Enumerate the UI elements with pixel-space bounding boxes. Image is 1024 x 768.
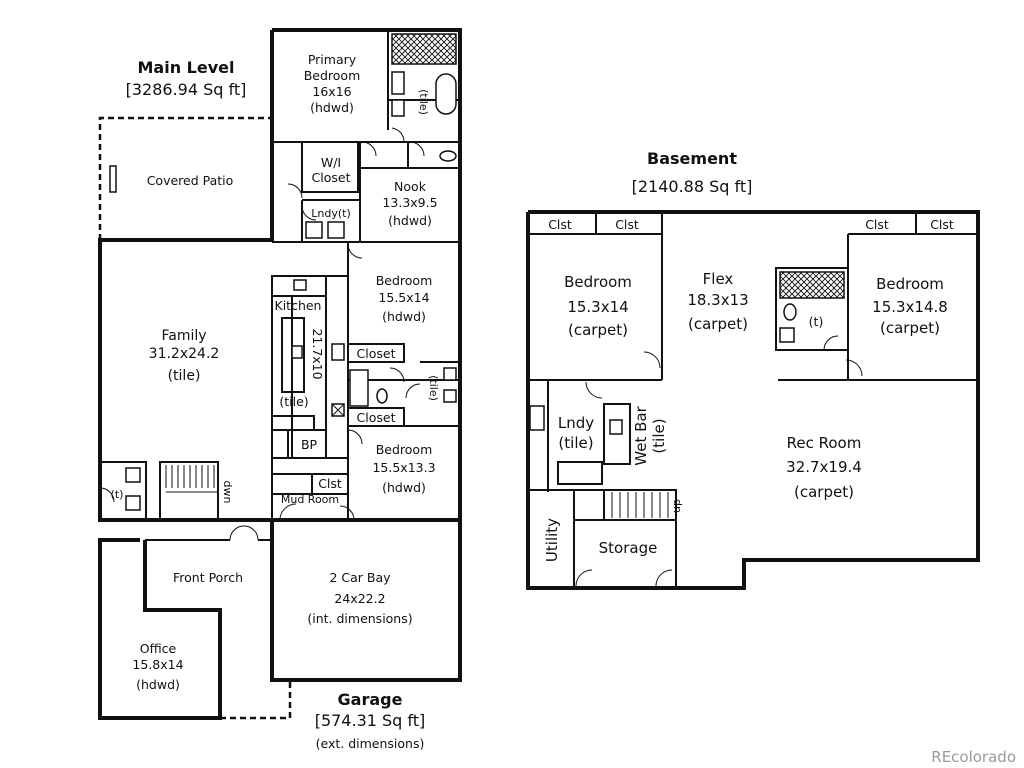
family-size: 31.2x24.2: [149, 346, 220, 362]
storage-label: Storage: [599, 539, 658, 557]
garage-bay-size: 24x22.2: [334, 591, 385, 606]
main-level-area: [3286.94 Sq ft]: [126, 80, 247, 99]
kitchen-label: Kitchen: [275, 298, 322, 313]
clst-label: Clst: [318, 476, 342, 491]
primary-bath-label: (tile): [417, 89, 430, 115]
garage-area: [574.31 Sq ft]: [315, 711, 426, 730]
garage-bay-note: (int. dimensions): [307, 611, 412, 626]
rec-room-size: 32.7x19.4: [786, 458, 862, 476]
basement-bedroom-left-size: 15.3x14: [567, 298, 628, 316]
bedroom-2-floor: (hdwd): [382, 480, 426, 495]
watermark: REcolorado: [931, 748, 1016, 766]
office-label: Office: [140, 641, 177, 656]
main-level-plan: [98, 28, 462, 720]
basement-bedroom-left-floor: (carpet): [568, 321, 628, 339]
basement-plan: [526, 210, 980, 590]
primary-bedroom-label-2: Bedroom: [304, 68, 361, 83]
mud-room-label: Mud Room: [281, 493, 339, 506]
basement-title: Basement: [647, 149, 737, 168]
garage-title: Garage: [338, 690, 403, 709]
primary-bedroom-size: 16x16: [312, 84, 351, 99]
nook-floor: (hdwd): [388, 213, 432, 228]
rec-room-label: Rec Room: [787, 434, 862, 452]
basement-bath-label: (t): [809, 314, 824, 329]
bp-label: BP: [301, 437, 318, 452]
basement-bedroom-right-size: 15.3x14.8: [872, 298, 948, 316]
bedroom-2-label: Bedroom: [376, 442, 433, 457]
kitchen-size: 21.7x10: [310, 328, 325, 379]
basement-clst-3: Clst: [865, 217, 889, 232]
basement-clst-1: Clst: [548, 217, 572, 232]
covered-patio-label: Covered Patio: [147, 173, 234, 188]
primary-bedroom-floor: (hdwd): [310, 100, 354, 115]
laundry-label: Lndy(t): [311, 207, 351, 220]
powder-label: (t): [111, 488, 124, 501]
garage-note: (ext. dimensions): [316, 736, 425, 751]
wet-bar-floor: (tile): [650, 418, 668, 453]
bedroom-1-label: Bedroom: [376, 273, 433, 288]
closet-2-label: Closet: [357, 410, 396, 425]
basement-area: [2140.88 Sq ft]: [632, 177, 753, 196]
wet-bar-label: Wet Bar: [632, 405, 650, 465]
flex-floor: (carpet): [688, 315, 748, 333]
basement-stair-label: up: [670, 499, 683, 513]
wi-closet-label-2: Closet: [312, 170, 351, 185]
flex-label: Flex: [703, 270, 734, 288]
closet-1-label: Closet: [357, 346, 396, 361]
bedroom-1-size: 15.5x14: [378, 290, 429, 305]
basement-laundry-label: Lndy: [558, 414, 594, 432]
main-level-title: Main Level: [138, 58, 235, 77]
family-floor: (tile): [168, 368, 201, 384]
primary-bedroom-label-1: Primary: [308, 52, 357, 67]
kitchen-floor: (tile): [279, 394, 308, 409]
bedroom-2-size: 15.5x13.3: [372, 460, 435, 475]
nook-size: 13.3x9.5: [382, 195, 437, 210]
family-label: Family: [161, 328, 206, 344]
garage-bay-label: 2 Car Bay: [329, 570, 391, 585]
utility-label: Utility: [543, 518, 561, 562]
flex-size: 18.3x13: [687, 291, 748, 309]
basement-bedroom-right-floor: (carpet): [880, 319, 940, 337]
hall-bath-label: (tile): [427, 375, 440, 401]
basement-clst-2: Clst: [615, 217, 639, 232]
basement-bedroom-left-label: Bedroom: [564, 273, 632, 291]
nook-label: Nook: [394, 179, 427, 194]
basement-laundry-floor: (tile): [558, 434, 593, 452]
basement-clst-4: Clst: [930, 217, 954, 232]
wi-closet-label-1: W/I: [321, 155, 341, 170]
rec-room-floor: (carpet): [794, 483, 854, 501]
front-porch-label: Front Porch: [173, 570, 243, 585]
basement-bedroom-right-label: Bedroom: [876, 275, 944, 293]
bedroom-1-floor: (hdwd): [382, 309, 426, 324]
office-floor: (hdwd): [136, 677, 180, 692]
main-stair-label: dwn: [221, 481, 234, 504]
office-size: 15.8x14: [132, 657, 183, 672]
